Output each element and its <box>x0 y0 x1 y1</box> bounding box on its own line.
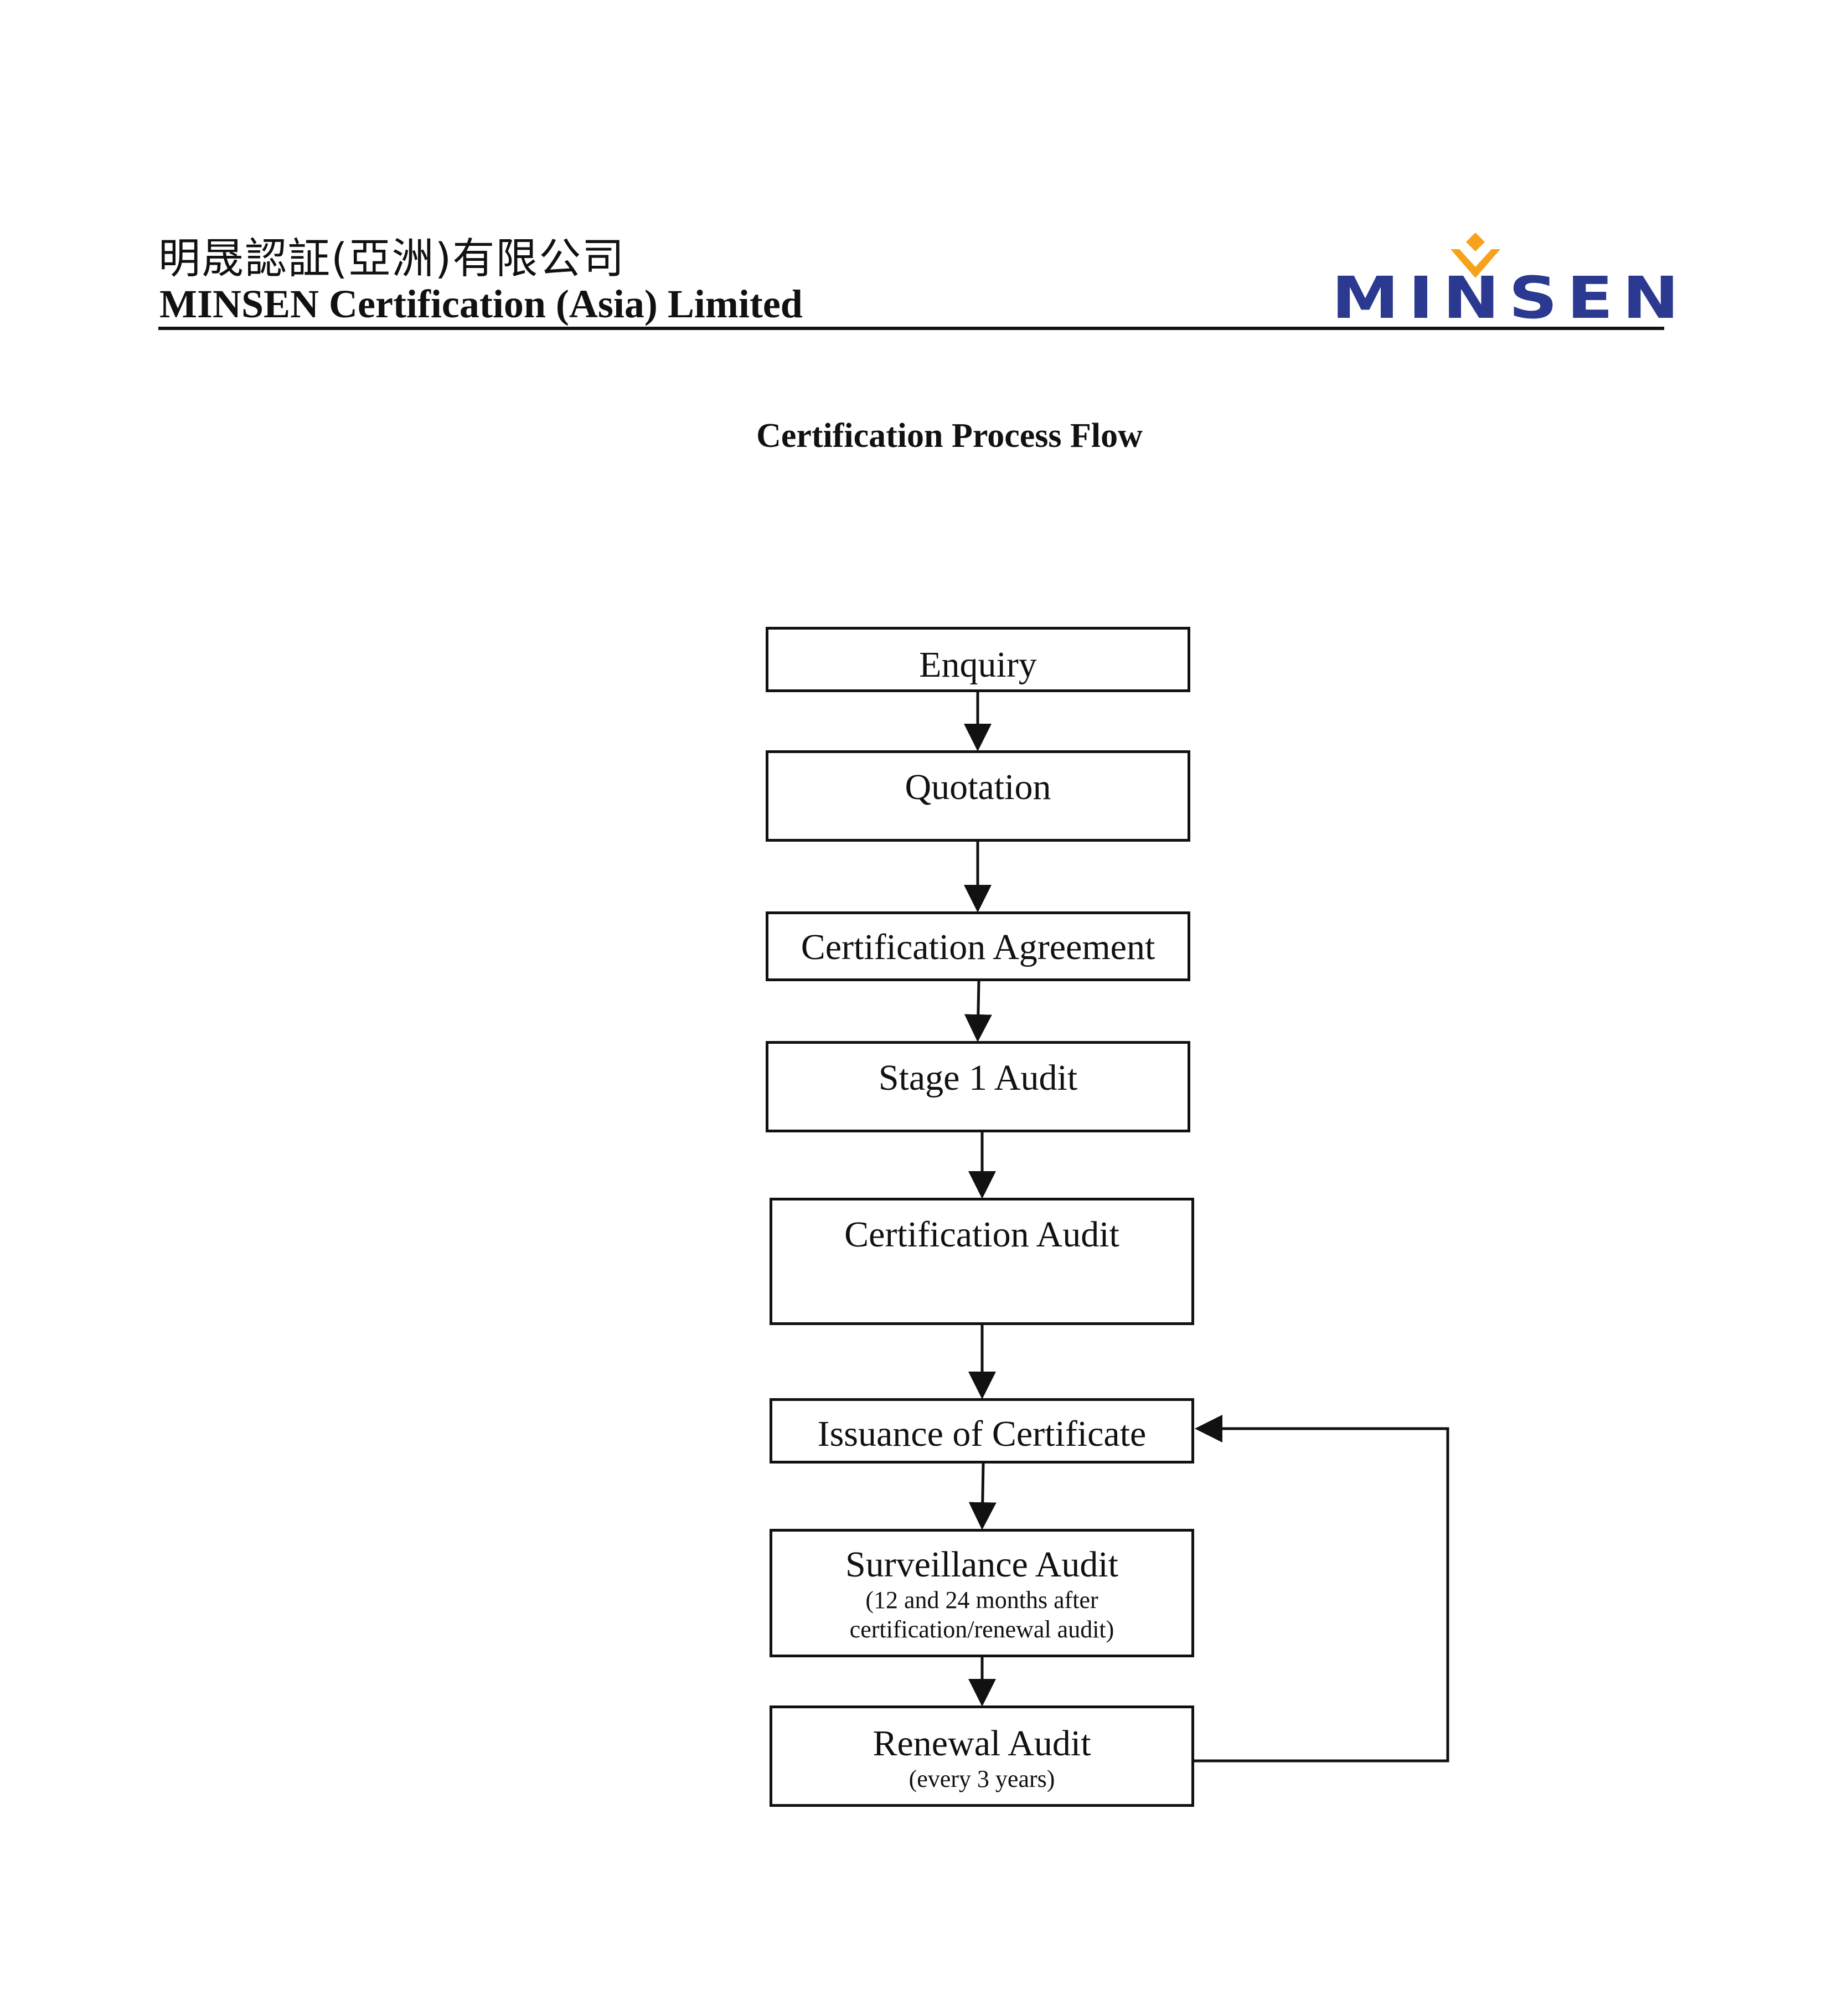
step-issuance-of-certificate: Issuance of Certificate <box>770 1398 1194 1464</box>
logo-diamond-mark <box>1450 233 1500 278</box>
document-title: Certification Process Flow <box>756 417 1143 455</box>
step-quotation-label: Quotation <box>905 767 1051 807</box>
step-quotation: Quotation <box>766 750 1190 842</box>
step-stage-1-audit-label: Stage 1 Audit <box>878 1058 1078 1098</box>
step-surveillance-audit: Surveillance Audit (12 and 24 months aft… <box>770 1529 1194 1657</box>
step-surveillance-audit-label: Surveillance Audit <box>845 1544 1119 1585</box>
step-renewal-audit-label: Renewal Audit <box>873 1723 1091 1764</box>
arrow-issuance-to-surveillance <box>968 1463 997 1530</box>
step-surveillance-audit-note-line1: (12 and 24 months after <box>865 1586 1098 1614</box>
loop-renewal-to-issuance <box>1194 1415 1449 1763</box>
arrow-agreement-to-stage1 <box>964 981 992 1042</box>
company-name-english: MINSEN Certification (Asia) Limited <box>159 282 803 326</box>
step-enquiry: Enquiry <box>766 627 1190 692</box>
minsen-logo: MINSEN <box>1331 233 1679 327</box>
step-enquiry-label: Enquiry <box>919 645 1037 685</box>
logo-wordmark: MINSEN <box>1331 264 1689 332</box>
company-name-chinese: 明晟認証(亞洲)有限公司 <box>158 234 626 283</box>
step-certification-agreement: Certification Agreement <box>766 911 1190 981</box>
step-stage-1-audit: Stage 1 Audit <box>766 1041 1190 1132</box>
step-certification-audit: Certification Audit <box>770 1198 1194 1325</box>
header-rule <box>158 327 1664 330</box>
step-surveillance-audit-note-line2: certification/renewal audit) <box>849 1615 1114 1643</box>
step-certification-audit-label: Certification Audit <box>844 1214 1119 1255</box>
step-renewal-audit-note-line1: (every 3 years) <box>908 1765 1055 1792</box>
step-certification-agreement-label: Certification Agreement <box>801 927 1155 967</box>
step-renewal-audit: Renewal Audit (every 3 years) <box>770 1705 1194 1807</box>
step-issuance-of-certificate-label: Issuance of Certificate <box>817 1414 1147 1454</box>
